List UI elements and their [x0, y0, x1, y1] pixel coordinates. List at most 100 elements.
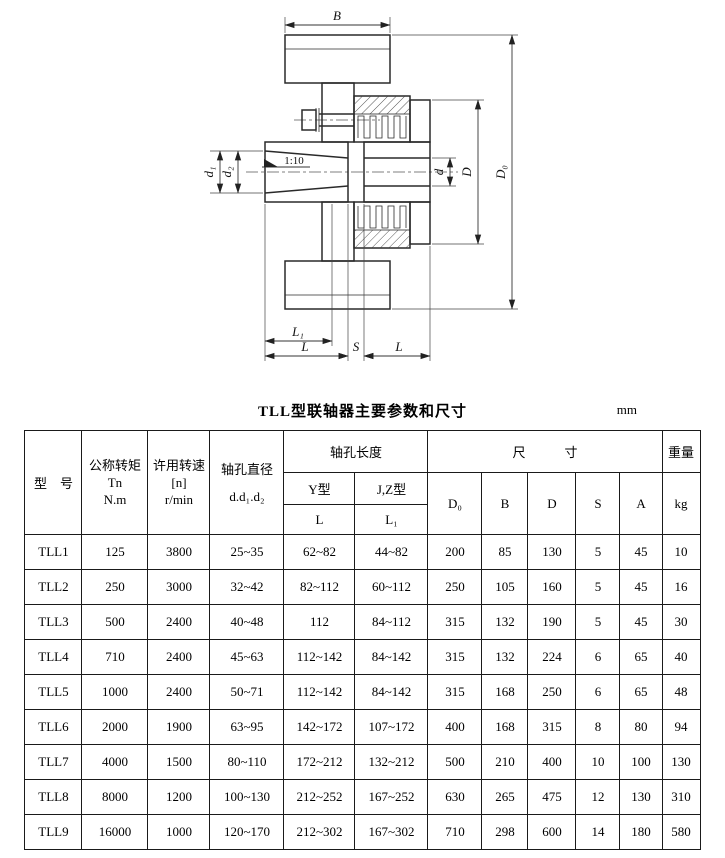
value-cell: 84~142: [354, 674, 429, 710]
header-bore-line2: d.d₁.d₂: [229, 488, 265, 504]
value-cell: 85: [481, 534, 529, 570]
value-cell: 125: [81, 534, 149, 570]
dim-label-b: B: [333, 8, 341, 23]
value-cell: 1200: [147, 779, 211, 815]
value-cell: 1900: [147, 709, 211, 745]
value-cell: 3800: [147, 534, 211, 570]
centerlines: [246, 119, 458, 173]
value-cell: 40~48: [209, 604, 285, 640]
header-bore-line1: 轴孔直径: [220, 461, 273, 477]
header-jz-type: J,Z型: [354, 472, 429, 505]
header-model: 型 号: [24, 430, 83, 535]
taper-mark: 1:10: [262, 155, 310, 168]
value-cell: 8: [575, 709, 621, 745]
dim-d1-d2: d₁ d₂: [201, 150, 263, 194]
bolt: [301, 108, 354, 132]
value-cell: 25~35: [209, 534, 285, 570]
value-cell: 112: [283, 604, 356, 640]
header-weight-unit: kg: [661, 472, 701, 535]
value-cell: 168: [481, 674, 529, 710]
value-cell: 167~252: [354, 779, 429, 815]
value-cell: 8000: [81, 779, 149, 815]
value-cell: 63~95: [209, 709, 285, 745]
value-cell: 710: [427, 814, 483, 850]
header-speed-line3: r/min: [164, 492, 194, 507]
value-cell: 112~142: [283, 639, 356, 675]
value-cell: 45~63: [209, 639, 285, 675]
left-hub: [264, 141, 349, 203]
header-speed-line1: 许用转速: [152, 458, 205, 473]
header-col-b: B: [481, 472, 529, 535]
value-cell: 130: [661, 744, 701, 780]
model-cell: TLL4: [24, 639, 83, 675]
value-cell: 315: [427, 604, 483, 640]
value-cell: 45: [619, 534, 663, 570]
dim-label-d1: d₁: [201, 166, 216, 177]
coupling-drawing: B D₀ D d d₁ d₂: [201, 8, 518, 361]
value-cell: 1000: [147, 814, 211, 850]
value-cell: 224: [527, 639, 577, 675]
model-cell: TLL5: [24, 674, 83, 710]
value-cell: 16: [661, 569, 701, 605]
value-cell: 5: [575, 569, 621, 605]
value-cell: 190: [527, 604, 577, 640]
dim-label-l-left: L: [300, 339, 308, 354]
dim-label-d2: d₂: [219, 166, 234, 178]
model-cell: TLL6: [24, 709, 83, 745]
header-weight: 重量: [661, 430, 701, 473]
value-cell: 2400: [147, 604, 211, 640]
header-col-l: L: [283, 504, 356, 535]
value-cell: 400: [527, 744, 577, 780]
value-cell: 84~112: [354, 604, 429, 640]
model-cell: TLL3: [24, 604, 83, 640]
value-cell: 62~82: [283, 534, 356, 570]
value-cell: 10: [575, 744, 621, 780]
dim-label-l-right: L: [394, 339, 402, 354]
dim-B: B: [284, 8, 391, 33]
value-cell: 94: [661, 709, 701, 745]
header-col-d0: D₀: [427, 472, 483, 535]
value-cell: 130: [619, 779, 663, 815]
dim-label-s: S: [353, 339, 360, 354]
header-y-type: Y型: [283, 472, 356, 505]
value-cell: 250: [427, 569, 483, 605]
value-cell: 210: [481, 744, 529, 780]
taper-label: 1:10: [284, 155, 304, 167]
value-cell: 250: [527, 674, 577, 710]
value-cell: 315: [527, 709, 577, 745]
dim-d: d: [431, 157, 456, 187]
value-cell: 600: [527, 814, 577, 850]
value-cell: 3000: [147, 569, 211, 605]
value-cell: 30: [661, 604, 701, 640]
value-cell: 132: [481, 639, 529, 675]
value-cell: 120~170: [209, 814, 285, 850]
value-cell: 50~71: [209, 674, 285, 710]
value-cell: 580: [661, 814, 701, 850]
brake-wheel: [284, 34, 391, 310]
value-cell: 12: [575, 779, 621, 815]
value-cell: 48: [661, 674, 701, 710]
value-cell: 265: [481, 779, 529, 815]
value-cell: 132~212: [354, 744, 429, 780]
header-bore-diameter: 轴孔直径 d.d₁.d₂: [209, 430, 285, 535]
header-col-l1: L₁: [354, 504, 429, 535]
value-cell: 167~302: [354, 814, 429, 850]
unit-label: mm: [616, 402, 637, 417]
table-title: TLL型联轴器主要参数和尺寸: [257, 404, 468, 420]
serpentine-spring: [353, 95, 411, 249]
value-cell: 107~172: [354, 709, 429, 745]
value-cell: 142~172: [283, 709, 356, 745]
value-cell: 2000: [81, 709, 149, 745]
value-cell: 180: [619, 814, 663, 850]
header-torque-line3: N.m: [103, 492, 127, 507]
value-cell: 500: [427, 744, 483, 780]
header-torque: 公称转矩 Tn N.m: [81, 430, 149, 535]
value-cell: 500: [81, 604, 149, 640]
